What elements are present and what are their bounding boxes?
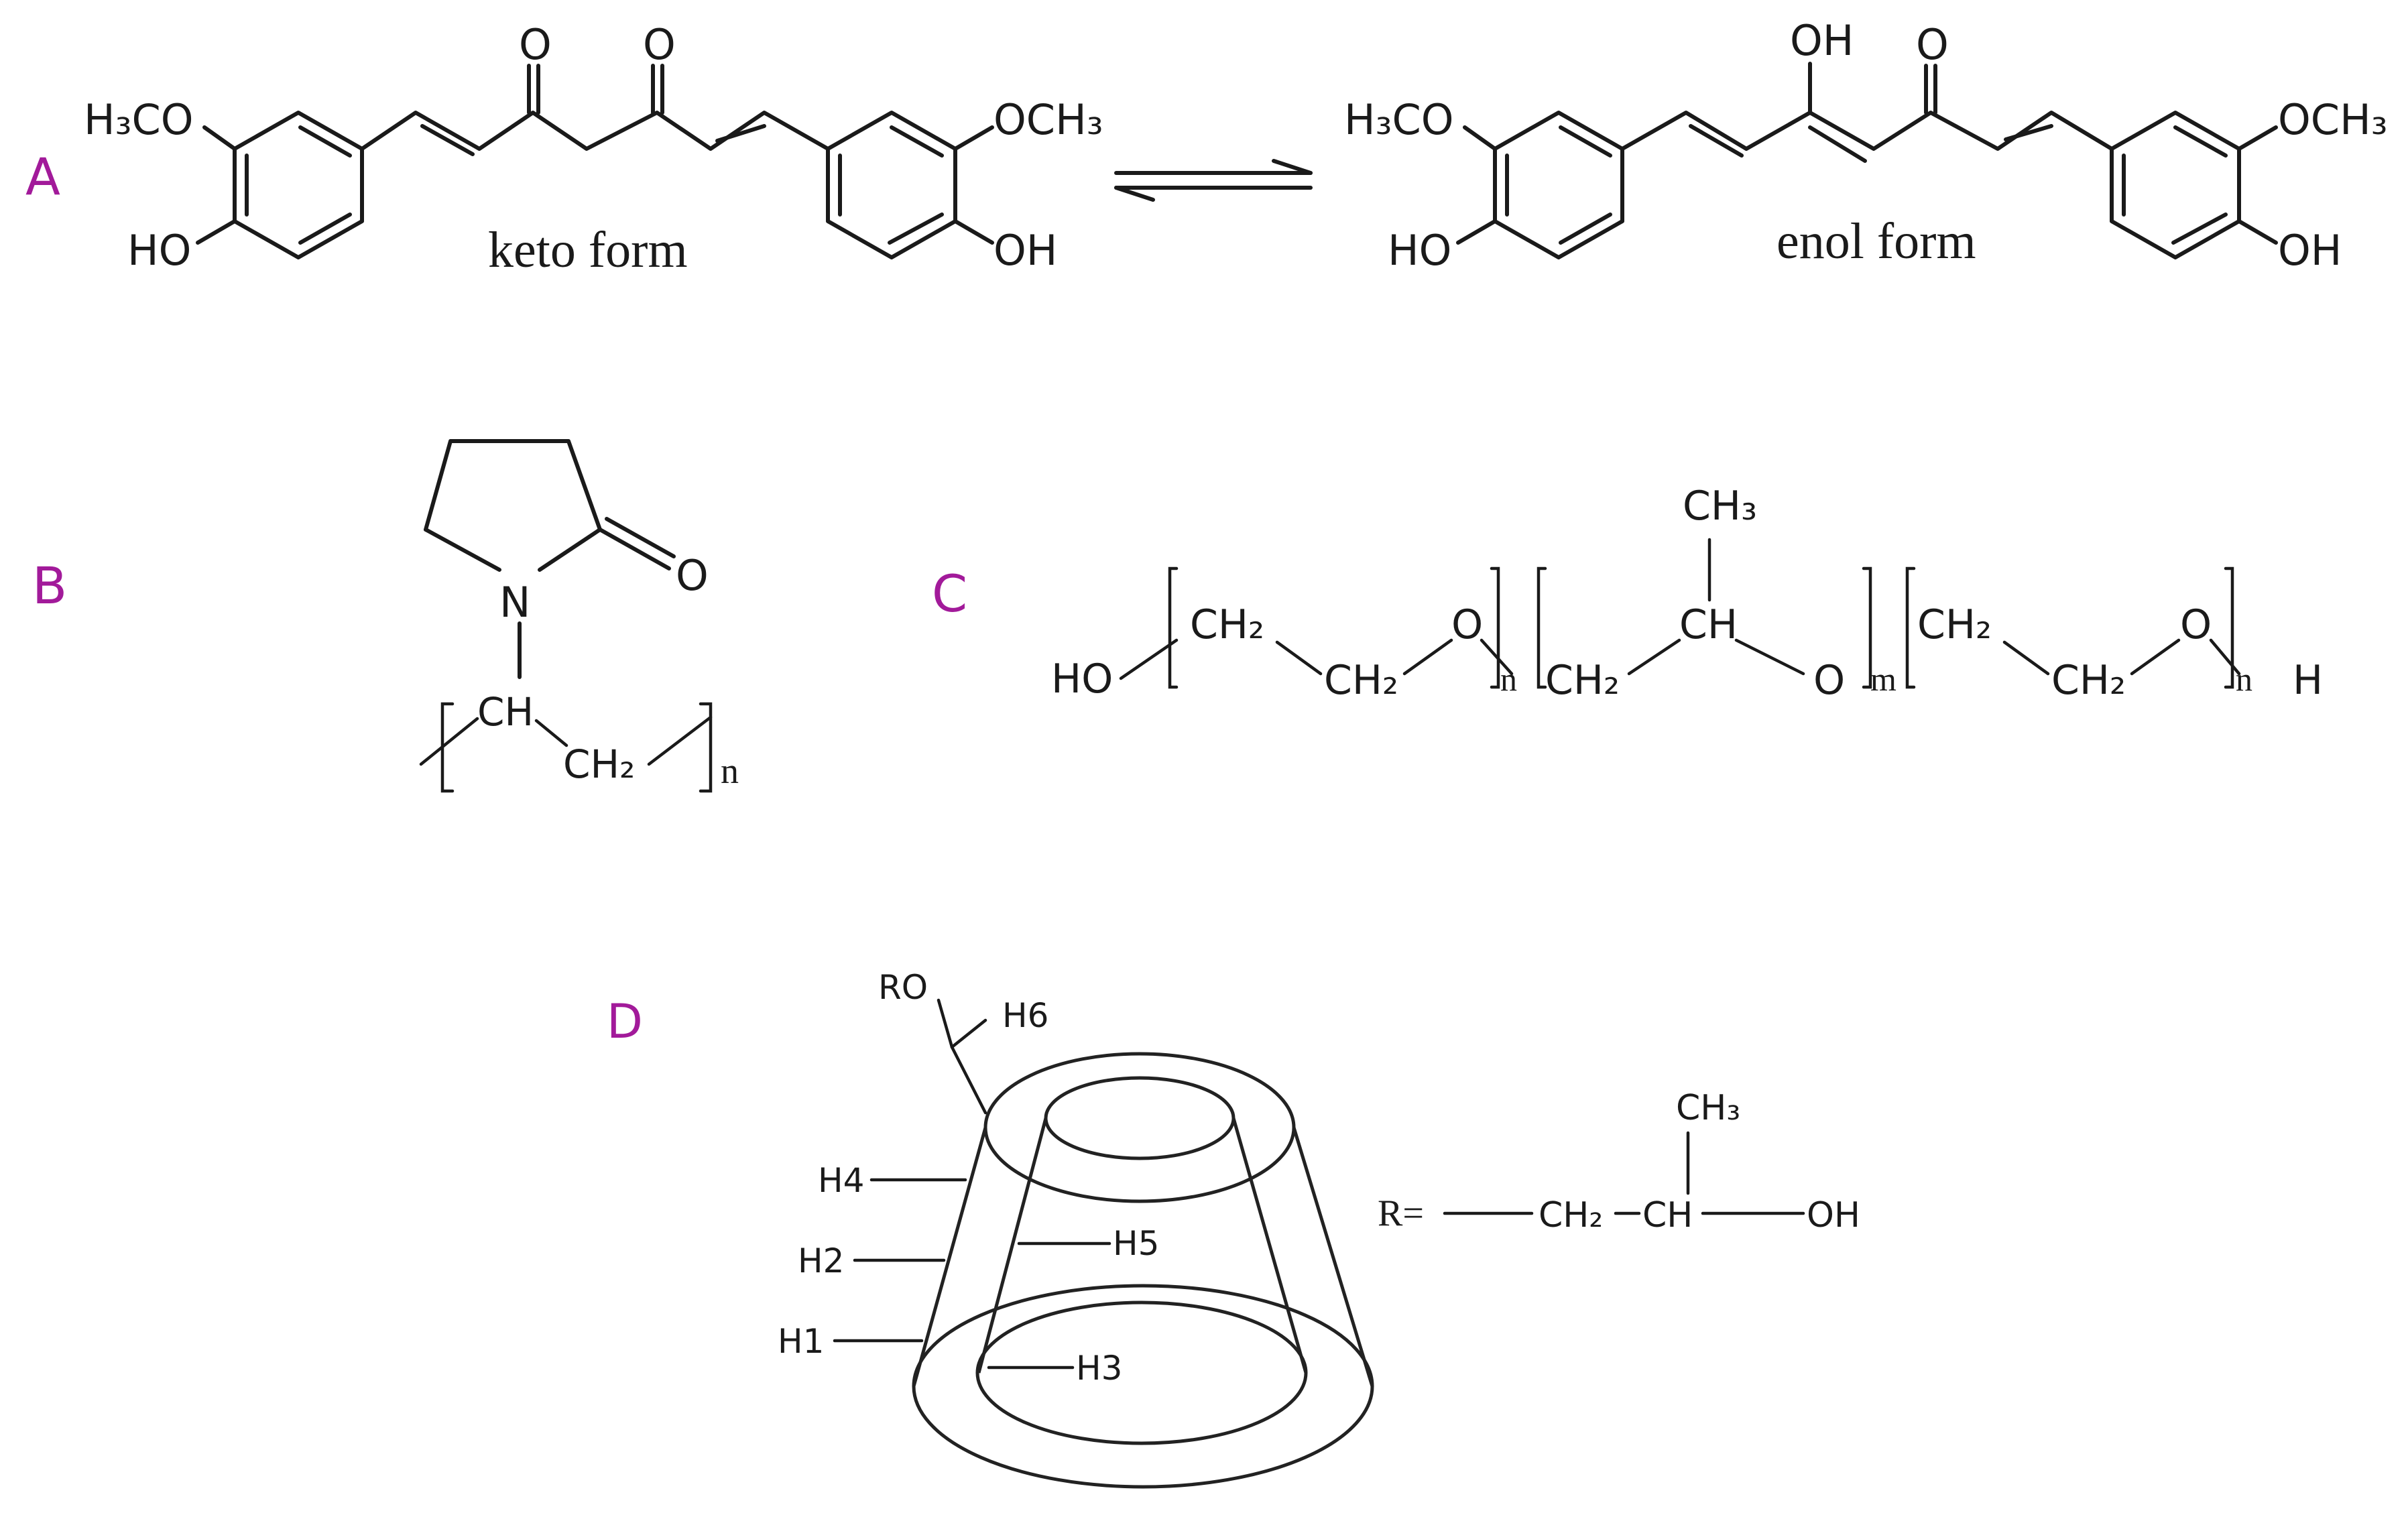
pvp-o: O: [676, 551, 709, 600]
poloxamer-h: H: [2293, 657, 2323, 704]
keto-right-ring-inner2: [888, 213, 944, 245]
poloxamer-ch2-3: CH₂: [1545, 657, 1620, 704]
cd-h4: H4: [818, 1161, 864, 1200]
keto-right-ring: [826, 111, 957, 259]
enol-chain: [1620, 111, 2114, 151]
poloxamer-ch2-5: CH₂: [2051, 657, 2126, 704]
keto-o1: O: [519, 20, 552, 69]
poloxamer-o-2: O: [1813, 657, 1845, 704]
panel-c: C HO CH₂ CH₂ O n CH₂ CH CH₃ O m CH₂ CH₂ …: [932, 483, 2323, 704]
poloxamer-o-3: O: [2180, 601, 2212, 648]
poloxamer-sub-m: m: [1870, 660, 1897, 698]
enol-caption: enol form: [1777, 213, 1976, 269]
cd-ro: RO: [878, 968, 928, 1007]
panel-a-label: A: [25, 147, 60, 206]
panel-a: A H₃CO HO O O: [25, 16, 2388, 278]
poloxamer-ch: CH: [1679, 601, 1738, 648]
keto-left-double: [420, 124, 475, 156]
cd-h1: H1: [778, 1322, 824, 1361]
keto-o2: O: [643, 20, 676, 69]
enol-left-ho: HO: [1388, 226, 1451, 275]
keto-left-ring: [233, 111, 364, 259]
cd-h5: H5: [1113, 1224, 1159, 1263]
enol-right-oh: OH: [2278, 226, 2342, 275]
cd-h6: H6: [1002, 996, 1048, 1035]
enol-right-och3: OCH₃: [2278, 95, 2388, 144]
poloxamer-ch2-1: CH₂: [1190, 601, 1264, 648]
enol-right-ring: [2110, 111, 2241, 259]
r-ch2: CH₂: [1539, 1195, 1603, 1235]
enol-o: O: [1916, 20, 1949, 69]
keto-left-ho: HO: [127, 226, 191, 275]
keto-left-ring-inner1: [298, 125, 352, 158]
enol-oh: OH: [1790, 16, 1854, 65]
equilibrium-arrows: [1114, 159, 1313, 202]
keto-right-ring-inner3: [890, 125, 944, 158]
panel-d: D RO H6 H4 H2 H1 H5 H3 R=: [607, 968, 1860, 1489]
keto-right-oh-bond: [953, 219, 994, 245]
r-oh: OH: [1807, 1195, 1860, 1235]
r-ch: CH: [1642, 1195, 1693, 1235]
panel-c-label: C: [932, 564, 967, 623]
panel-d-label: D: [607, 994, 643, 1049]
poloxamer-ho: HO: [1051, 656, 1113, 703]
keto-left-och3: H₃CO: [84, 95, 194, 144]
keto-right-oh: OH: [994, 226, 1057, 275]
r-label: R=: [1378, 1193, 1424, 1234]
cd-h3: H3: [1076, 1349, 1122, 1388]
poloxamer-sub-n1: n: [1500, 660, 1517, 698]
enol-left-och3: H₃CO: [1344, 95, 1454, 144]
poloxamer-ch2-4: CH₂: [1917, 601, 1992, 648]
panel-b: B O N CH CH₂ n: [32, 439, 739, 793]
poloxamer-o-1: O: [1451, 601, 1483, 648]
panel-b-label: B: [32, 556, 67, 615]
pvp-ch: CH: [477, 689, 534, 735]
keto-chain-left: [360, 111, 830, 151]
pvp-sub-n: n: [721, 751, 739, 791]
poloxamer-ch2-2: CH₂: [1324, 657, 1398, 704]
poloxamer-sub-n2: n: [2236, 660, 2252, 698]
keto-left-ome-bond: [202, 125, 237, 151]
pvp-ring: [424, 439, 602, 572]
keto-right-double: [715, 124, 766, 143]
keto-left-oh-bond: [196, 219, 237, 245]
cyclodextrin-cone: [912, 1052, 1374, 1489]
r-ch3: CH₃: [1676, 1088, 1740, 1128]
pvp-ch2: CH₂: [563, 741, 635, 787]
enol-left-ring: [1493, 111, 1624, 259]
keto-structure: H₃CO HO O O OCH₃ OH keto form: [84, 20, 1103, 278]
keto-left-ring-inner2: [298, 213, 352, 245]
pvp-n: N: [499, 578, 530, 627]
r-group: R= CH₂ CH CH₃ OH: [1378, 1088, 1860, 1235]
keto-right-ome-bond: [953, 125, 994, 151]
poloxamer-ch3: CH₃: [1683, 483, 1757, 530]
keto-caption: keto form: [488, 222, 688, 278]
enol-structure: H₃CO HO OH O OCH₃ OH enol form: [1344, 16, 2388, 275]
keto-right-och3: OCH₃: [994, 95, 1103, 144]
cd-h2: H2: [798, 1241, 844, 1280]
